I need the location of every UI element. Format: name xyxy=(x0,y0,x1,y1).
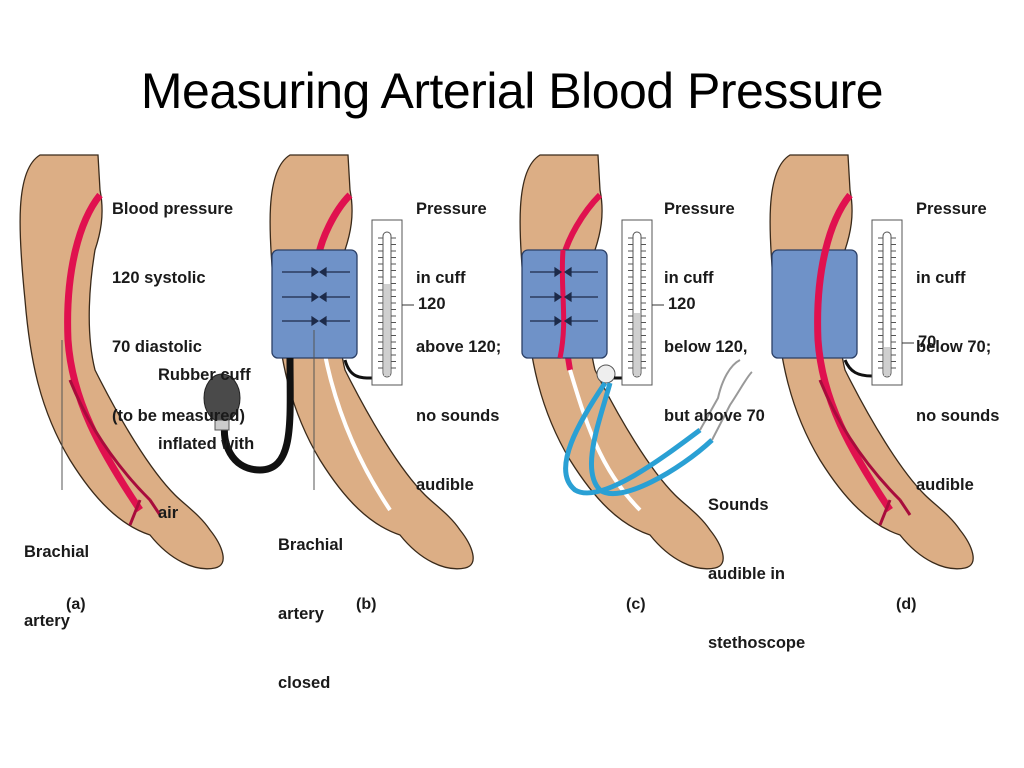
desc-line: audible xyxy=(416,476,474,494)
callout-line: closed xyxy=(278,674,331,692)
gauge-d xyxy=(871,219,914,386)
rubber-cuff-label: Rubber cuff inflated with air xyxy=(158,318,254,548)
callout-line: artery xyxy=(24,612,70,630)
cuff-line: Rubber cuff xyxy=(158,366,251,384)
callout-line: stethoscope xyxy=(708,634,806,652)
arm-panel-c xyxy=(519,154,753,570)
desc-line: Pressure xyxy=(416,200,487,218)
panel-c-description: Pressure in cuff below 120, but above 70 xyxy=(664,152,765,451)
brachial-artery-closed-label: Brachial artery closed xyxy=(278,488,343,718)
stethoscope-head xyxy=(596,364,616,384)
desc-line: in cuff xyxy=(916,269,966,287)
desc-line: but above 70 xyxy=(664,407,765,425)
desc-line: Pressure xyxy=(664,200,735,218)
desc-line: below 70; xyxy=(916,338,992,356)
callout-line: audible in xyxy=(708,565,786,583)
gauge-c xyxy=(621,219,664,386)
gauge-fill-b xyxy=(384,284,390,376)
desc-line: in cuff xyxy=(664,269,714,287)
arm-panel-a xyxy=(19,154,224,570)
panel-label-b: (b) xyxy=(356,596,377,613)
slide-title: Measuring Arterial Blood Pressure xyxy=(140,63,884,119)
stethoscope-tube-2 xyxy=(589,382,714,497)
desc-line: below 120, xyxy=(664,338,748,356)
desc-line: in cuff xyxy=(416,269,466,287)
desc-line: above 120; xyxy=(416,338,502,356)
cuff-line: inflated with xyxy=(158,435,255,453)
desc-line: 120 systolic xyxy=(112,269,206,287)
gauge-fill-d xyxy=(884,347,890,376)
callout-line: Brachial xyxy=(278,536,344,554)
panel-d-description: Pressure in cuff below 70; no sounds aud… xyxy=(916,152,999,520)
callout-line: Sounds xyxy=(708,496,769,514)
artery-a xyxy=(64,192,143,512)
desc-line: no sounds xyxy=(416,407,500,425)
panel-a-description: Blood pressure 120 systolic 70 diastolic… xyxy=(112,152,245,451)
panel-label-d: (d) xyxy=(896,596,917,613)
gauge-b-value: 120 xyxy=(418,295,446,313)
desc-line: Blood pressure xyxy=(112,200,234,218)
desc-line: 70 diastolic xyxy=(112,338,202,356)
cuff-d xyxy=(771,249,858,359)
gauge-c-value: 120 xyxy=(668,295,696,313)
panel-label-a: (a) xyxy=(66,596,86,613)
sounds-audible-label: Sounds audible in stethoscope xyxy=(708,448,805,678)
stethoscope-tube-1 xyxy=(563,381,702,496)
desc-line: audible xyxy=(916,476,974,494)
brachial-artery-label: Brachial artery xyxy=(24,495,89,656)
gauge-b xyxy=(371,219,414,386)
arm-panel-b xyxy=(203,154,474,570)
desc-line: (to be measured) xyxy=(112,407,245,425)
callout-line: Brachial xyxy=(24,543,90,561)
gauge-d-value: 70 xyxy=(918,333,937,351)
panel-label-c: (c) xyxy=(626,596,646,613)
callout-line: artery xyxy=(278,605,324,623)
cuff-line: air xyxy=(158,504,179,522)
gauge-fill-c xyxy=(634,313,640,376)
panel-b-description: Pressure in cuff above 120; no sounds au… xyxy=(416,152,501,520)
desc-line: no sounds xyxy=(916,407,1000,425)
desc-line: Pressure xyxy=(916,200,987,218)
arm-panel-d xyxy=(769,154,974,570)
artery-d xyxy=(814,192,893,512)
